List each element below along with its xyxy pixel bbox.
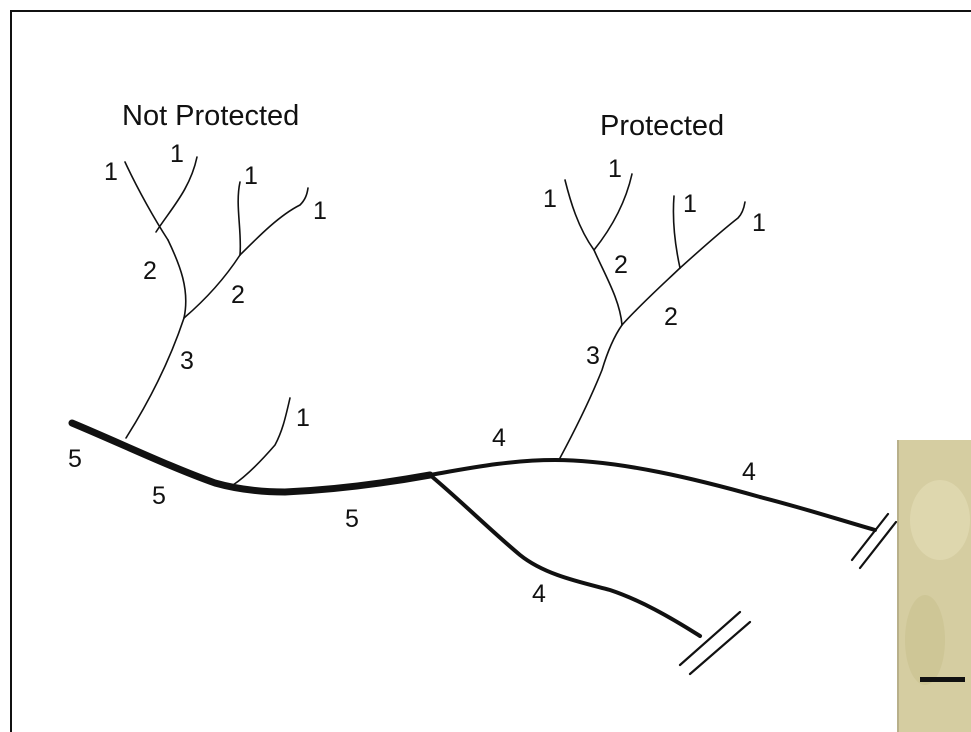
right-tip-c [672, 195, 681, 269]
order-right-tip-b: 1 [608, 155, 622, 183]
break-mark-bottom [678, 610, 752, 676]
frame-border [10, 10, 971, 732]
order-main-right-upper: 4 [492, 424, 506, 452]
left-order2-a [167, 239, 187, 319]
lower-branch-order4 [428, 473, 702, 638]
order-left-order3: 3 [180, 347, 194, 375]
order-right-tip-a: 1 [543, 185, 557, 213]
order-right-order2-b: 2 [664, 303, 678, 331]
label-protected: Protected [600, 110, 724, 142]
order-left-tip-b: 1 [170, 140, 184, 168]
order-right-tip-c: 1 [683, 190, 697, 218]
scale-bar [920, 677, 965, 682]
right-tip-d [679, 201, 746, 269]
trunk-order5 [68, 419, 434, 496]
order-trunk-tip: 1 [296, 404, 310, 432]
left-tip-d [239, 187, 309, 256]
trunk-tributary-order1 [232, 397, 291, 486]
left-tip-a [124, 161, 169, 241]
photo-inset [897, 440, 971, 732]
order-trunk-start: 5 [68, 445, 82, 473]
break-mark-right [850, 512, 898, 570]
order-right-order3: 3 [586, 342, 600, 370]
right-order3-stem [559, 324, 623, 459]
left-tip-b [155, 156, 198, 233]
order-trunk-center: 5 [345, 505, 359, 533]
right-tip-a [564, 179, 595, 251]
right-order2-b [621, 267, 681, 326]
main-channel-order4 [428, 458, 877, 532]
order-left-tip-a: 1 [104, 158, 118, 186]
right-tip-b [593, 173, 633, 251]
right-order2-a [593, 249, 623, 326]
order-lower-branch: 4 [532, 580, 546, 608]
left-order3-stem [125, 317, 185, 439]
order-main-right-lower: 4 [742, 458, 756, 486]
order-trunk-mid: 5 [152, 482, 166, 510]
order-left-order2-b: 2 [231, 281, 245, 309]
order-left-tip-d: 1 [313, 197, 327, 225]
order-right-order2-a: 2 [614, 251, 628, 279]
order-right-tip-d: 1 [752, 209, 766, 237]
left-order2-b [183, 254, 241, 319]
order-left-order2-a: 2 [143, 257, 157, 285]
label-not-protected: Not Protected [122, 100, 299, 132]
left-tip-c [237, 181, 242, 256]
order-left-tip-c: 1 [244, 162, 258, 190]
